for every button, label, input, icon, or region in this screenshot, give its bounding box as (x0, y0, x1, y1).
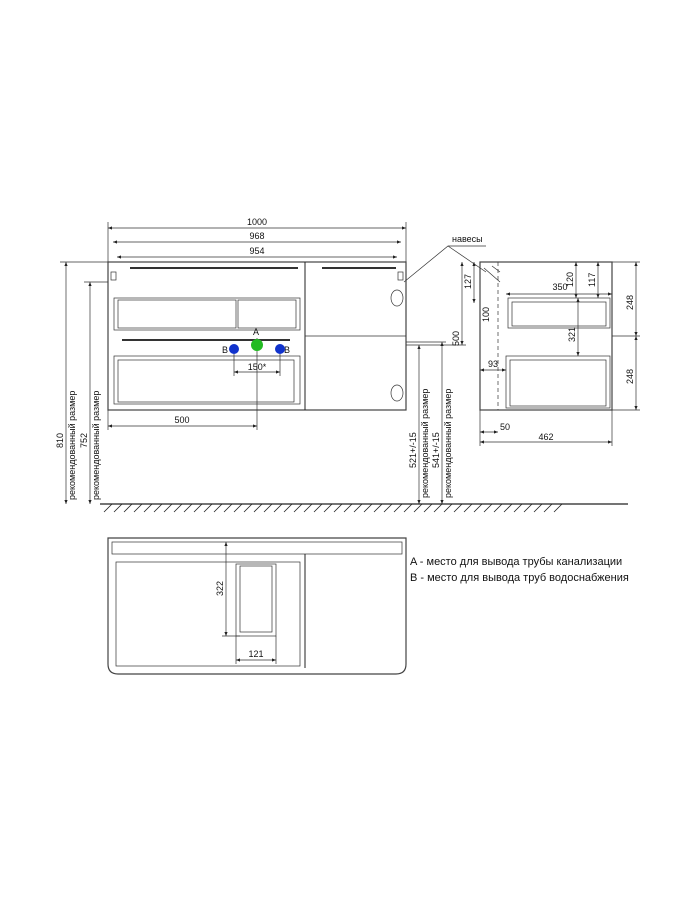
plan-outline (107, 537, 407, 675)
hinges-label: навесы (452, 234, 483, 244)
point-b-left-label: B (222, 345, 228, 355)
dim-117: 117 (587, 273, 597, 287)
dim-248-top: 248 (625, 295, 635, 310)
side-upper-drawer (507, 297, 611, 329)
dim-50: 50 (500, 422, 510, 432)
dim-500-vertical: 500 (451, 331, 461, 346)
dim-350: 350 (552, 282, 567, 292)
dim-500-horizontal: 500 (174, 415, 189, 425)
dim-521: 521+/-15 (408, 432, 418, 468)
side-extension-lines (612, 261, 640, 411)
dim-321: 321 (567, 327, 577, 342)
dim-127: 127 (463, 274, 473, 289)
dim-120: 120 (565, 272, 575, 287)
dim-322: 322 (215, 581, 225, 596)
dim-752: 752 (79, 433, 89, 448)
dim-541: 541+/-15 (431, 432, 441, 468)
legend-b: B - место для вывода труб водоснабжения (410, 572, 629, 584)
plan-view: 322 121 (107, 537, 407, 675)
plan-rail (111, 541, 403, 555)
side-bottom-extensions (479, 410, 613, 446)
recommended-label-521: рекомендованный размер (420, 389, 430, 498)
upper-drawer (113, 297, 301, 331)
lower-drawer (113, 355, 301, 405)
dim-121: 121 (248, 649, 263, 659)
plan-cutout (235, 563, 277, 637)
lower-drawer-box (117, 359, 295, 403)
dim-968: 968 (249, 231, 264, 241)
plan-cutout-inner (239, 565, 273, 633)
recommended-label-541: рекомендованный размер (443, 389, 453, 498)
side-view: 127 120 117 350 248 248 100 321 93 50 46… (463, 261, 640, 446)
side-upper-drawer-box (511, 301, 607, 327)
side-lower-drawer (505, 355, 611, 409)
point-b-right-label: B (284, 345, 290, 355)
water-point-b-left (229, 344, 239, 354)
dim-810: 810 (55, 433, 65, 448)
extension-lines-150 (233, 354, 281, 376)
hinge-upper-icon (390, 289, 404, 307)
front-view: 1000 968 954 навесы A B B 150* 500 500 8… (55, 217, 487, 504)
extension-lines-left (60, 261, 108, 283)
dim-100: 100 (481, 307, 491, 322)
dim-954: 954 (249, 246, 264, 256)
sewage-point-a (251, 339, 263, 351)
plan-drawer (115, 561, 301, 667)
upper-drawer-box (117, 299, 237, 329)
side-bracket (483, 265, 501, 283)
dim-462: 462 (538, 432, 553, 442)
mount-bracket-icon (110, 271, 117, 281)
extension-lines-121 (235, 636, 277, 664)
dim-1000: 1000 (247, 217, 267, 227)
extension-lines (107, 222, 407, 262)
mount-bracket-icon (397, 271, 404, 281)
dim-93: 93 (488, 359, 498, 369)
hinge-lower-icon (390, 384, 404, 402)
dim-150: 150* (248, 362, 267, 372)
upper-drawer-recess (237, 299, 297, 329)
recommended-label-810: рекомендованный размер (67, 391, 77, 500)
legend-a: A - место для вывода трубы канализации (410, 556, 622, 568)
point-a-label: A (253, 327, 259, 337)
dim-248-bottom: 248 (625, 369, 635, 384)
recommended-label-752: рекомендованный размер (91, 391, 101, 500)
legend: A - место для вывода трубы канализации B… (410, 556, 629, 584)
floor-line (100, 503, 628, 513)
water-point-b-right (275, 344, 285, 354)
side-lower-drawer-box (509, 359, 607, 407)
